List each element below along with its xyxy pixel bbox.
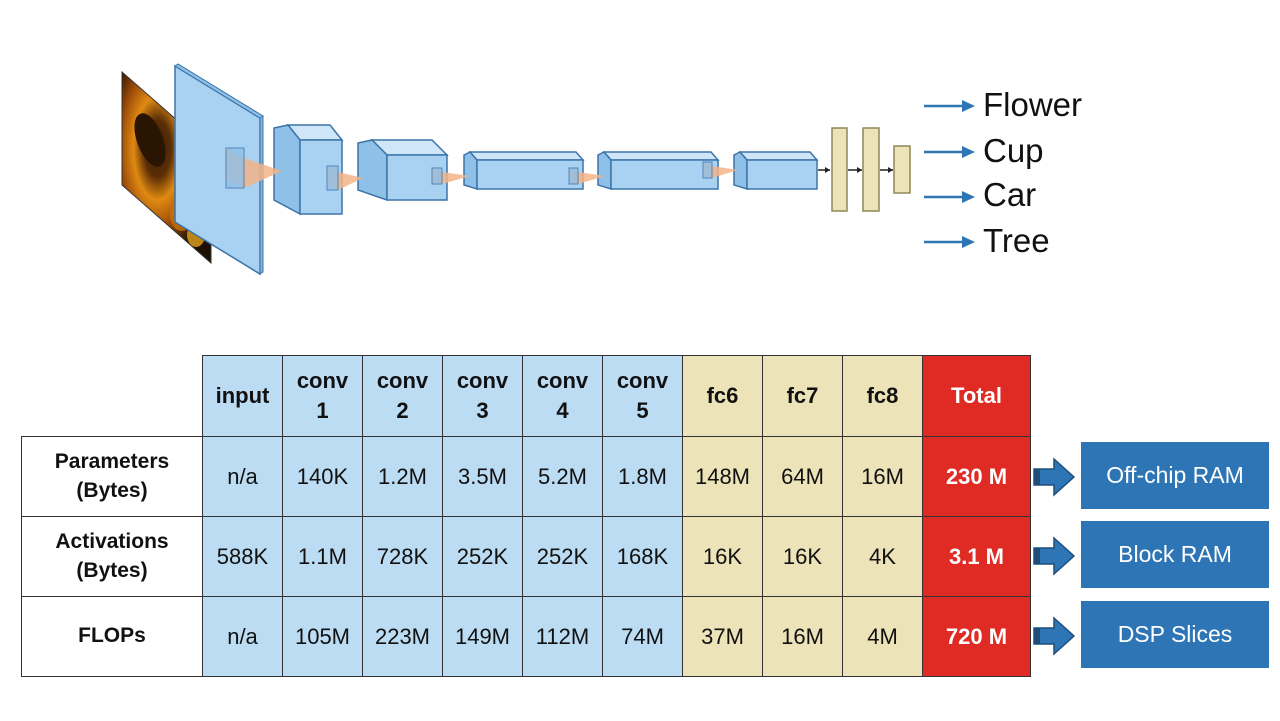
- col-header-fc6: fc6: [682, 355, 763, 437]
- output-arrows: [924, 100, 975, 248]
- fc6-bar: [831, 127, 848, 212]
- total-cell-parameters: 230 M: [922, 436, 1031, 517]
- table-cell: 4K: [842, 516, 923, 597]
- total-cell-flops: 720 M: [922, 596, 1031, 677]
- conv4-block: [597, 151, 720, 191]
- output-class-flower: Flower: [983, 86, 1083, 123]
- output-class-tree: Tree: [983, 222, 1050, 259]
- table-cell: 728K: [362, 516, 443, 597]
- row-label-activations: Activations(Bytes): [21, 516, 203, 597]
- table-cell: 37M: [682, 596, 763, 677]
- dsp-slices-box: DSP Slices: [1081, 601, 1269, 668]
- table-cell: 64M: [762, 436, 843, 517]
- table-cell: 16M: [842, 436, 923, 517]
- table-corner: [22, 356, 203, 437]
- cnn-architecture-diagram: [121, 63, 975, 276]
- table-cell: 16K: [682, 516, 763, 597]
- col-header-fc7: fc7: [762, 355, 843, 437]
- conv5-block: [733, 151, 819, 191]
- fc8-bar: [893, 145, 911, 194]
- table-cell: n/a: [202, 596, 283, 677]
- table-cell: 16M: [762, 596, 843, 677]
- table-cell: 112M: [522, 596, 603, 677]
- row-label-flops: FLOPs: [21, 596, 203, 677]
- block-ram-box: Block RAM: [1081, 521, 1269, 588]
- table-cell: 168K: [602, 516, 683, 597]
- table-row-parameters: Parameters(Bytes) n/a 140K 1.2M 3.5M 5.2…: [21, 436, 1031, 517]
- col-header-total: Total: [922, 355, 1031, 437]
- table-cell: 105M: [282, 596, 363, 677]
- table-cell: 5.2M: [522, 436, 603, 517]
- off-chip-ram-box: Off-chip RAM: [1081, 442, 1269, 509]
- table-cell: 3.5M: [442, 436, 523, 517]
- col-header-input: input: [202, 355, 283, 437]
- right-arrow-icon: [1033, 536, 1076, 576]
- table-row-activations: Activations(Bytes) 588K 1.1M 728K 252K 2…: [21, 516, 1031, 597]
- table-cell: 74M: [602, 596, 683, 677]
- right-arrow-icon: [1033, 457, 1076, 497]
- col-header-fc8: fc8: [842, 355, 923, 437]
- output-class-car: Car: [983, 176, 1037, 213]
- table-cell: 140K: [282, 436, 363, 517]
- total-cell-activations: 3.1 M: [922, 516, 1031, 597]
- table-cell: n/a: [202, 436, 283, 517]
- table-cell: 1.2M: [362, 436, 443, 517]
- conv2-block: [357, 139, 449, 202]
- table-cell: 1.8M: [602, 436, 683, 517]
- table-cell: 149M: [442, 596, 523, 677]
- kernel-cones: [225, 147, 738, 191]
- table-cell: 588K: [202, 516, 283, 597]
- table-cell: 148M: [682, 436, 763, 517]
- table-row-flops: FLOPs n/a 105M 223M 149M 112M 74M 37M 16…: [21, 596, 1031, 677]
- output-class-cup: Cup: [983, 132, 1044, 169]
- table-cell: 252K: [442, 516, 523, 597]
- right-arrow-icon: [1033, 616, 1076, 656]
- table-cell: 16K: [762, 516, 843, 597]
- conv3-block: [463, 151, 585, 191]
- fc7-bar: [862, 127, 880, 212]
- table-cell: 252K: [522, 516, 603, 597]
- fc-layers: [818, 127, 911, 212]
- table-cell: 223M: [362, 596, 443, 677]
- input-layer-slab: [174, 63, 264, 276]
- row-label-parameters: Parameters(Bytes): [21, 436, 203, 517]
- table-cell: 4M: [842, 596, 923, 677]
- table-cell: 1.1M: [282, 516, 363, 597]
- conv1-block: [273, 124, 344, 216]
